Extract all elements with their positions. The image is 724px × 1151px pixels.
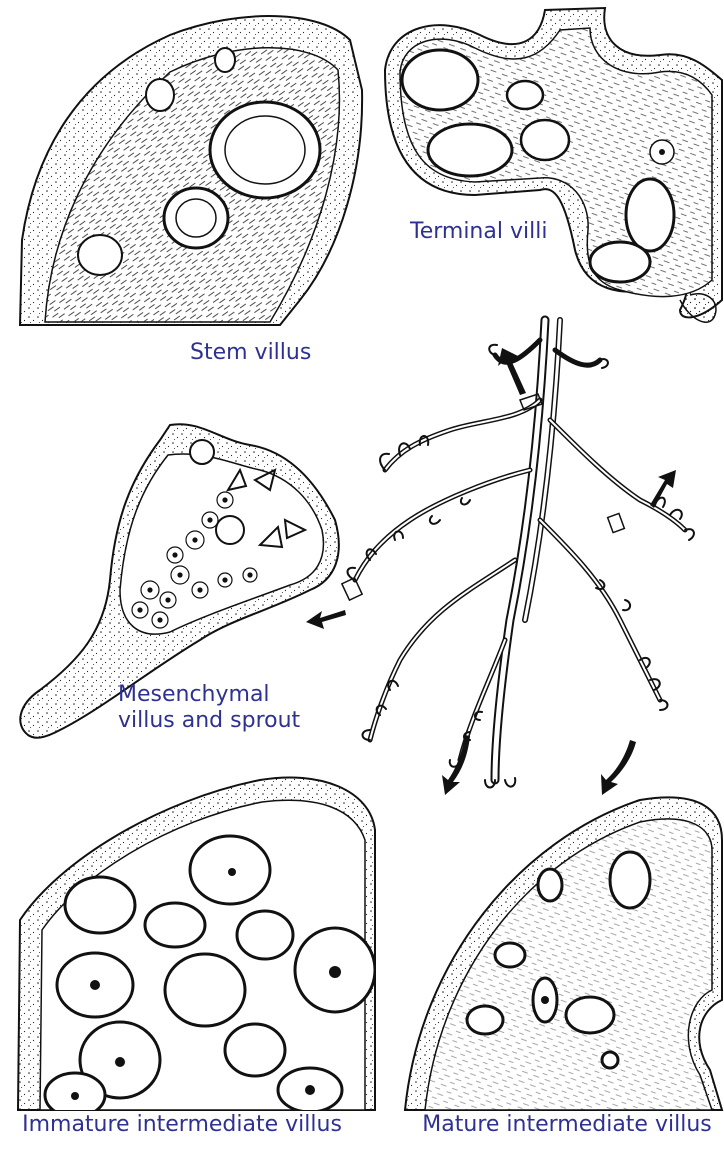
- mesenchymal-vessel: [190, 440, 214, 464]
- terminal-capillary: [507, 81, 543, 109]
- immature-intermediate-villus-illustration: [18, 777, 375, 1117]
- stem-vessel-small: [215, 48, 235, 72]
- terminal-villi-illustration: [385, 8, 722, 322]
- sprout-markers: [342, 394, 625, 600]
- stem-vessel-small: [78, 235, 122, 275]
- arrow-icon: [650, 470, 676, 508]
- terminal-capillary: [626, 179, 674, 251]
- stem-villus-label: Stem villus: [190, 340, 311, 366]
- stem-vessel-small: [146, 79, 174, 111]
- mature-intermediate-villus-illustration: [405, 797, 722, 1110]
- arrow-icon: [306, 610, 346, 629]
- terminal-capillary: [428, 124, 512, 176]
- arrow-icon: [601, 740, 636, 795]
- arrow-icon: [442, 735, 470, 795]
- villous-tree: [306, 320, 694, 795]
- stem-vessel-large: [210, 102, 320, 198]
- mesenchymal-villus-label: Mesenchymal villus and sprout: [118, 682, 300, 735]
- terminal-capillary: [590, 242, 650, 282]
- terminal-villi-label: Terminal villi: [410, 219, 547, 245]
- immature-intermediate-villus-label: Immature intermediate villus: [22, 1112, 342, 1138]
- stem-vessel-medium: [164, 188, 228, 248]
- terminal-capillary: [521, 120, 569, 160]
- mature-intermediate-villus-label: Mature intermediate villus: [422, 1112, 711, 1138]
- tree-trunk: [495, 320, 560, 780]
- mesenchymal-vessel: [216, 516, 244, 544]
- stem-villus-illustration: [20, 16, 362, 325]
- terminal-capillary: [402, 50, 478, 110]
